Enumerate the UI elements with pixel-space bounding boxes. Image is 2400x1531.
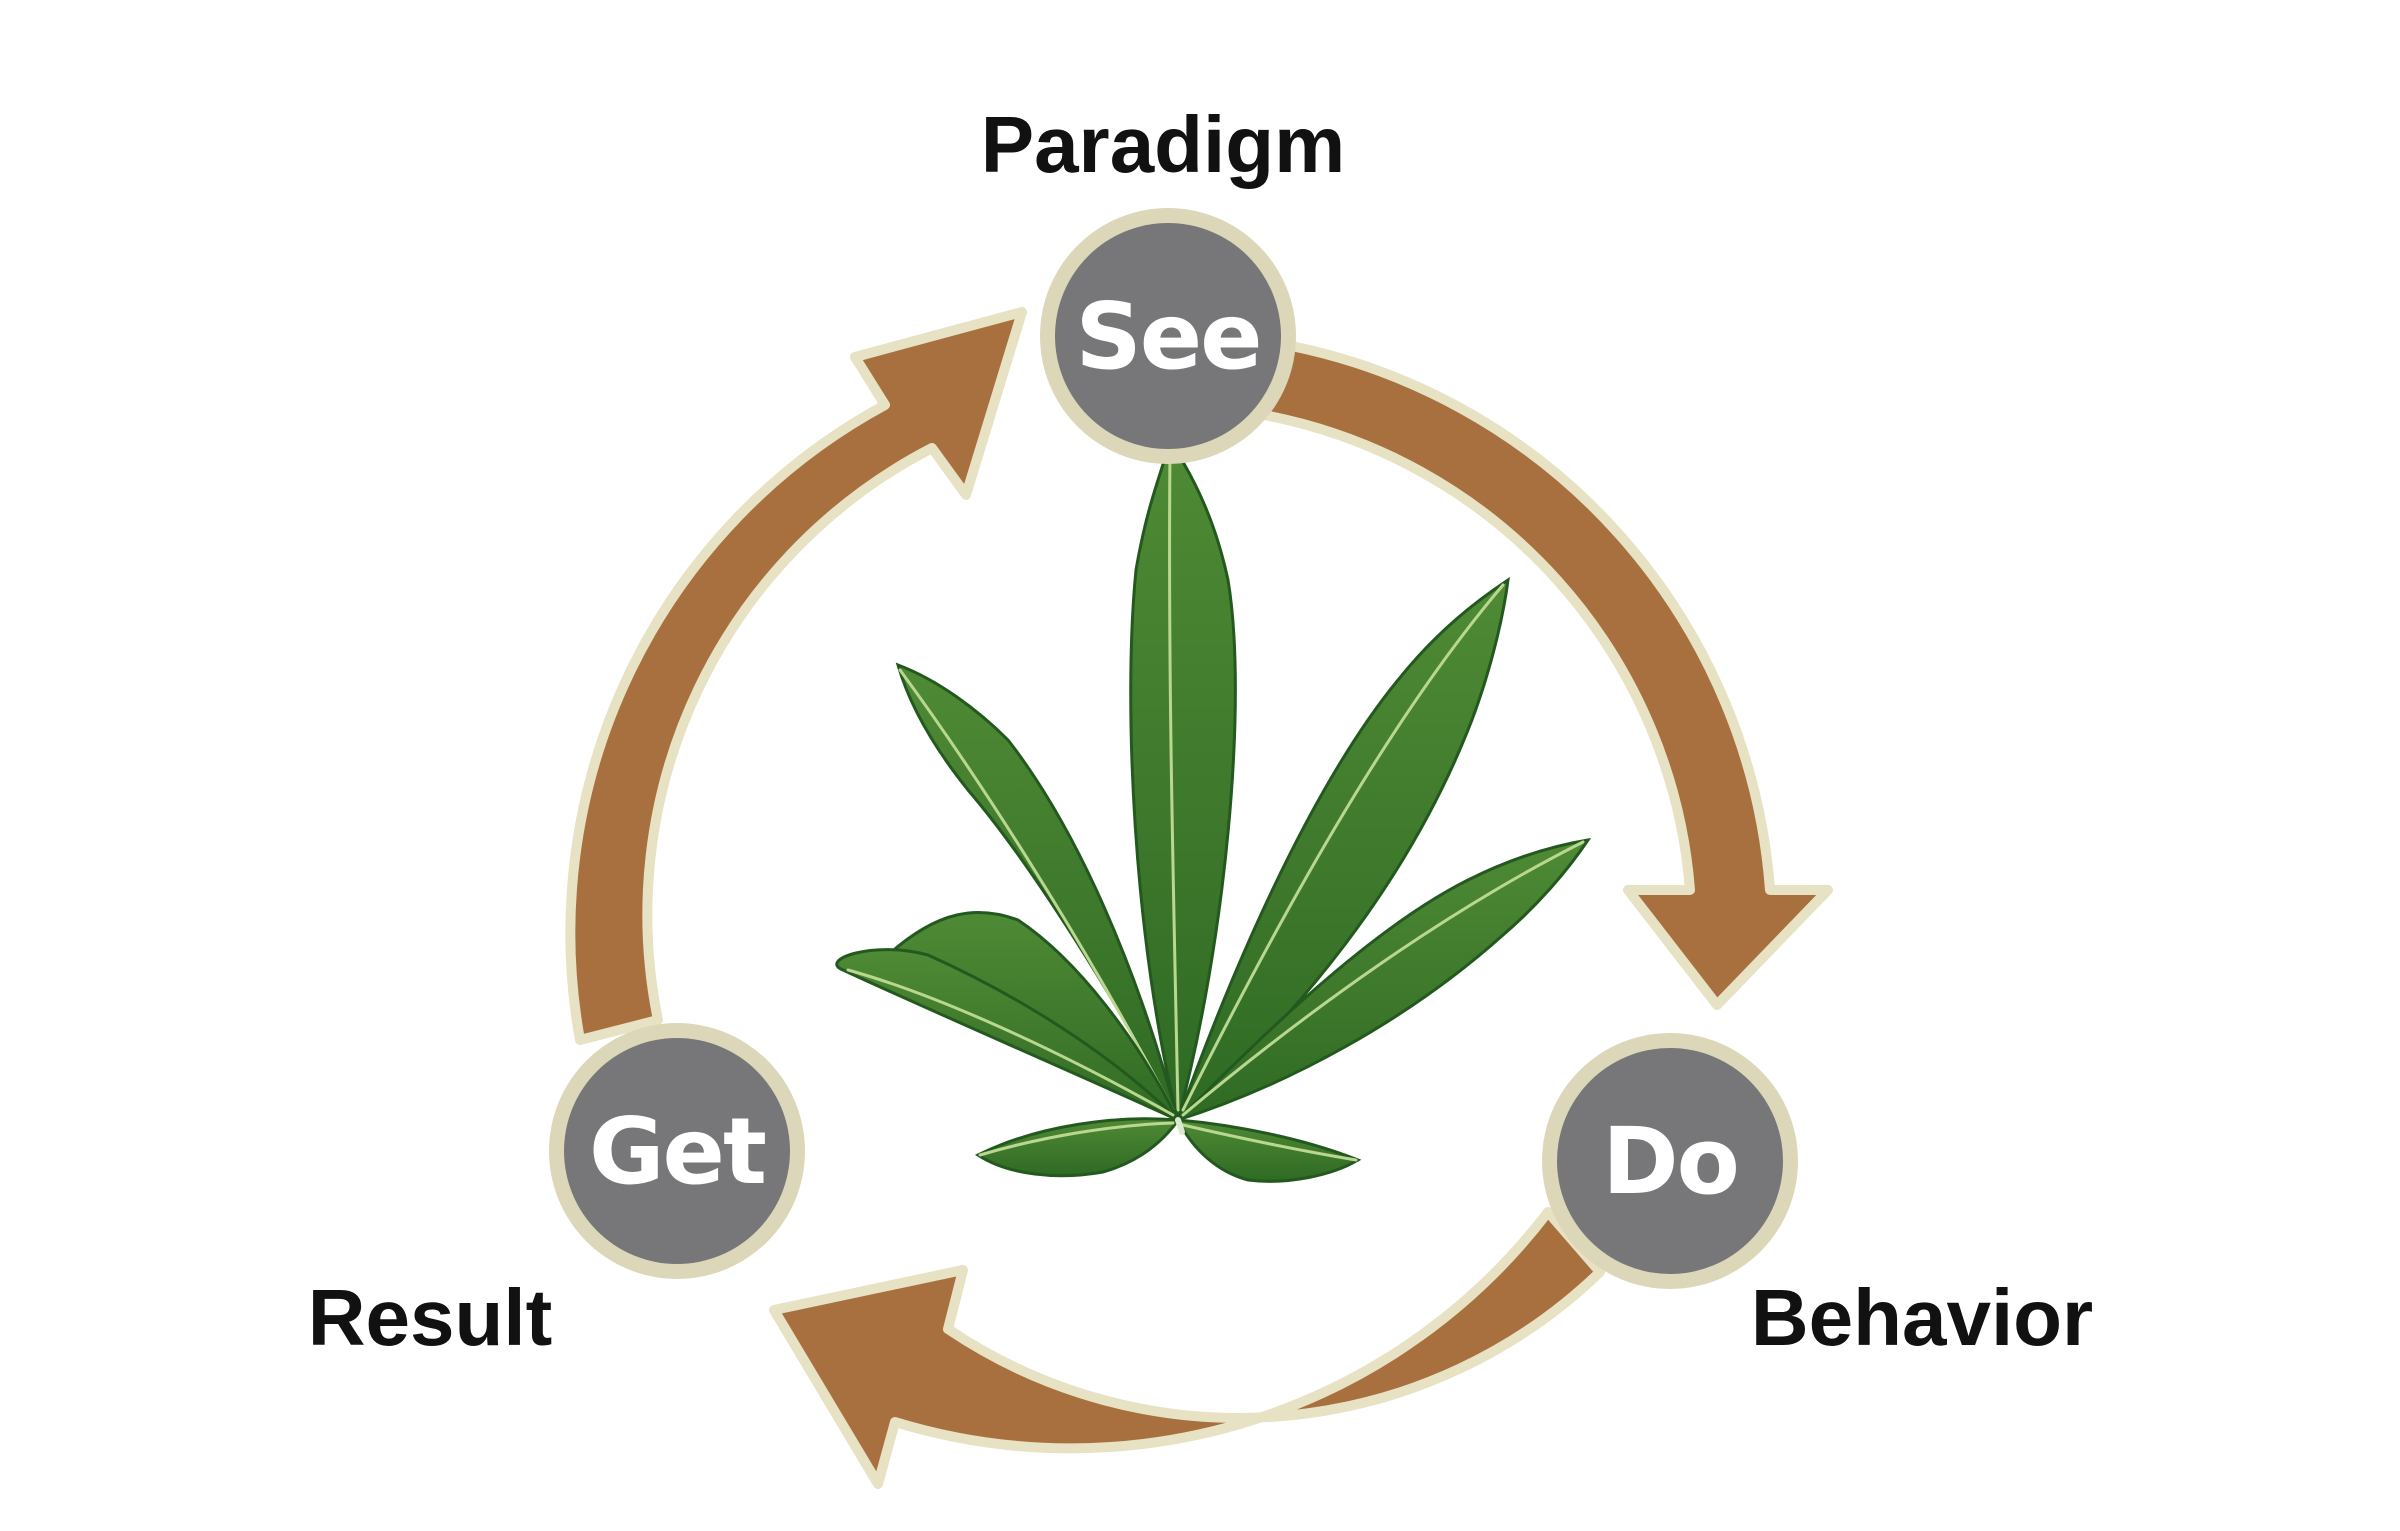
node-get-text: Get: [589, 1098, 765, 1205]
leaf-stem: [1175, 1117, 1185, 1135]
leaflet-upper-left: [895, 662, 1180, 1121]
arrow-see-to-do: [1259, 339, 1833, 1010]
node-see-text: See: [1075, 283, 1260, 390]
leaflet-lower-left: [975, 1117, 1181, 1178]
node-see: See: [1040, 208, 1296, 464]
arrow-do-to-get: [769, 1207, 1605, 1489]
leaflet-middle-right: [1176, 837, 1592, 1122]
arrow-get-to-see: [565, 307, 1027, 1045]
caption-paradigm: Paradigm: [981, 100, 1346, 189]
caption-behavior: Behavior: [1751, 1273, 2093, 1362]
caption-result: Result: [308, 1273, 553, 1362]
node-do: Do: [1542, 1033, 1798, 1289]
node-do-circle: [1557, 1048, 1783, 1274]
leaflet-lower-right: [1175, 1118, 1362, 1183]
leaflet-upper-right: [1174, 576, 1510, 1125]
cycle-arrows: [565, 307, 1833, 1489]
node-get-circle: [564, 1038, 790, 1264]
node-do-text: Do: [1602, 1108, 1738, 1215]
node-see-circle: [1055, 223, 1281, 449]
leaflet-middle-left: [835, 910, 1182, 1125]
node-get: Get: [549, 1023, 805, 1279]
cannabis-leaf-icon: [835, 436, 1592, 1183]
